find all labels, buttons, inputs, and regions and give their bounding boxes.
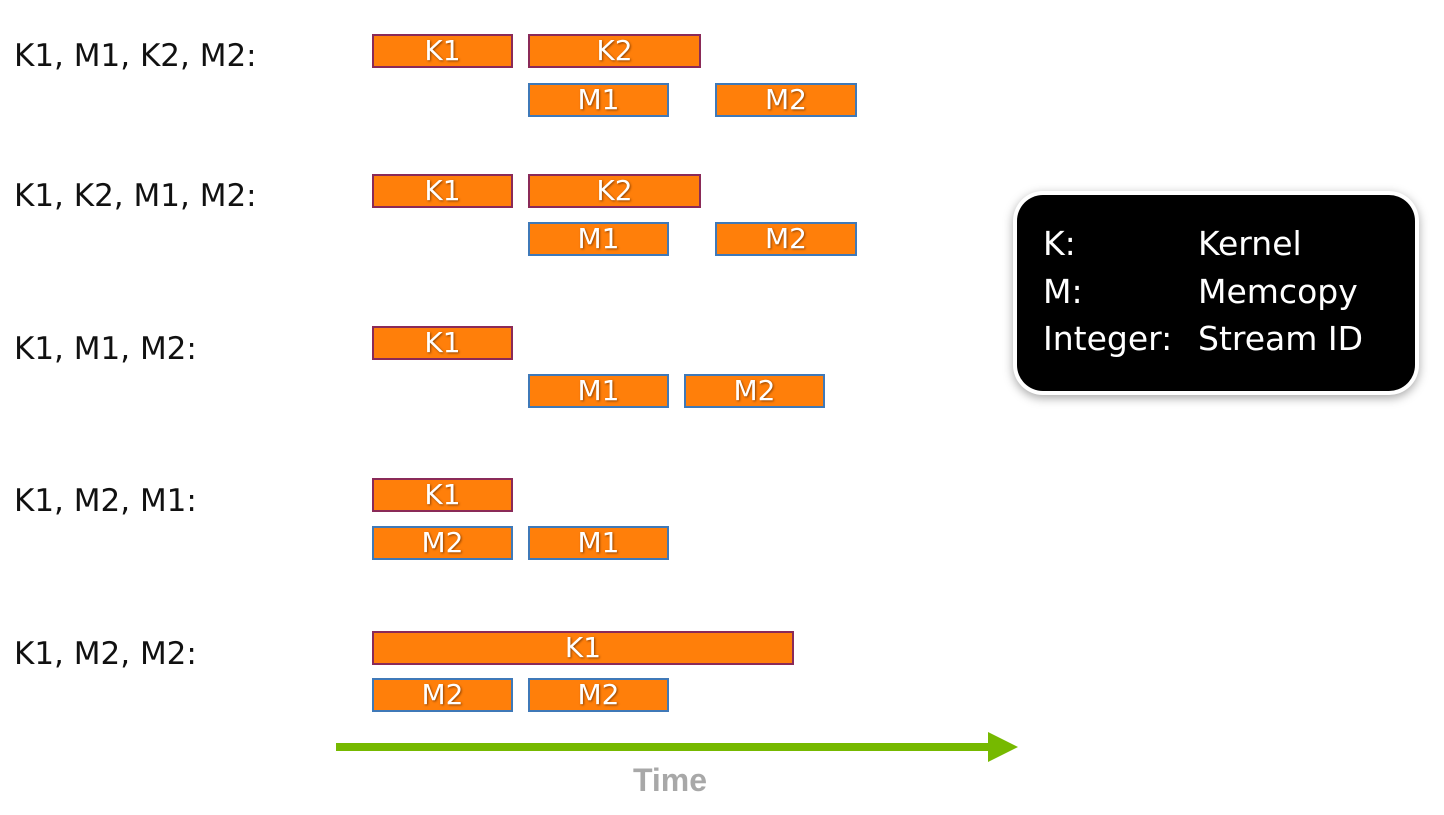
row-label-5: K1, M2, M2:	[14, 636, 197, 672]
kernel-block: K1	[372, 174, 513, 208]
memcpy-block: M2	[715, 222, 857, 256]
legend-box: K: Kernel M: Memcopy Integer: Stream ID	[1017, 195, 1415, 391]
time-arrow	[336, 732, 1018, 762]
legend-key-integer: Integer:	[1043, 319, 1173, 358]
legend-value-memcopy: Memcopy	[1198, 272, 1358, 311]
memcpy-block: M1	[528, 526, 669, 560]
row-label-3: K1, M1, M2:	[14, 331, 197, 367]
memcpy-block: M1	[528, 222, 669, 256]
memcpy-block: M2	[715, 83, 857, 117]
time-arrow-shaft	[336, 743, 990, 751]
time-arrowhead	[988, 732, 1018, 762]
row-label-4: K1, M2, M1:	[14, 483, 197, 519]
memcpy-block: M1	[528, 374, 669, 408]
kernel-block: K1	[372, 326, 513, 360]
kernel-block: K1	[372, 631, 794, 665]
row-label-2: K1, K2, M1, M2:	[14, 178, 257, 214]
kernel-block: K1	[372, 478, 513, 512]
memcpy-block: M2	[528, 678, 669, 712]
legend-key-memcopy: M:	[1043, 272, 1083, 311]
kernel-block: K2	[528, 174, 701, 208]
memcpy-block: M1	[528, 83, 669, 117]
legend-key-kernel: K:	[1043, 224, 1076, 263]
legend-value-kernel: Kernel	[1198, 224, 1302, 263]
row-label-1: K1, M1, K2, M2:	[14, 38, 257, 74]
kernel-block: K2	[528, 34, 701, 68]
memcpy-block: M2	[372, 678, 513, 712]
time-axis-label: Time	[632, 762, 708, 798]
legend-value-stream-id: Stream ID	[1198, 319, 1364, 358]
memcpy-block: M2	[372, 526, 513, 560]
memcpy-block: M2	[684, 374, 825, 408]
kernel-block: K1	[372, 34, 513, 68]
